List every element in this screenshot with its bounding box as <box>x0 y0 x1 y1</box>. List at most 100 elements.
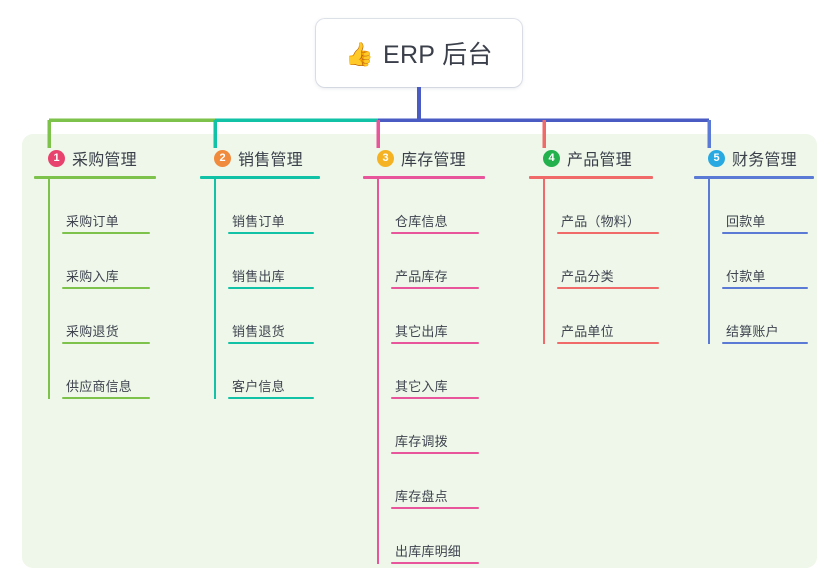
branch-number-badge: 1 <box>48 149 65 167</box>
branch-item[interactable]: 回款单 <box>708 179 834 234</box>
branch-title: 财务管理 <box>732 152 797 169</box>
branch-header-rule <box>34 176 156 179</box>
branch-header-1[interactable]: 1 采购管理 <box>34 145 184 171</box>
branch-title: 采购管理 <box>72 152 137 169</box>
branch-item-rule <box>722 287 808 289</box>
root-node-label: ERP 后台 <box>382 41 493 69</box>
branch-item-rule <box>228 342 314 344</box>
branch-item[interactable]: 库存调拨 <box>377 399 518 454</box>
branch-item[interactable]: 销售出库 <box>214 234 350 289</box>
branch-item-label: 其它出库 <box>395 324 448 339</box>
branch-number-badge: 2 <box>214 149 231 167</box>
branch-header-3[interactable]: 3 库存管理 <box>363 145 518 171</box>
branch-item-list: 回款单付款单结算账户 <box>694 179 834 344</box>
branch-item-label: 仓库信息 <box>395 214 448 229</box>
branch-item-label: 产品（物料） <box>561 214 641 229</box>
branch-spine <box>543 179 545 344</box>
branch-item-label: 库存盘点 <box>395 489 448 504</box>
branch-column-3: 3 库存管理仓库信息产品库存其它出库其它入库库存调拨库存盘点出库库明细 <box>363 145 518 564</box>
branch-item-rule <box>557 342 659 344</box>
branch-item[interactable]: 仓库信息 <box>377 179 518 234</box>
thumbs-up-icon: 👍 <box>345 40 374 67</box>
branch-item-rule <box>557 232 659 234</box>
branch-item-label: 产品分类 <box>561 269 614 284</box>
branch-item[interactable]: 采购退货 <box>48 289 184 344</box>
branch-item-rule <box>391 397 479 399</box>
branch-item-rule <box>722 232 808 234</box>
branch-item-label: 产品单位 <box>561 324 614 339</box>
branch-title: 产品管理 <box>567 152 632 169</box>
branch-header-rule <box>529 176 653 179</box>
branch-title: 库存管理 <box>401 152 466 169</box>
branch-number-badge: 5 <box>708 149 725 167</box>
branch-item-label: 采购入库 <box>66 269 119 284</box>
branch-item-rule <box>228 232 314 234</box>
branch-spine <box>48 179 50 399</box>
branch-header-rule <box>200 176 320 179</box>
branch-item-label: 其它入库 <box>395 379 448 394</box>
branch-spine <box>708 179 710 344</box>
branch-item-label: 产品库存 <box>395 269 448 284</box>
root-node-content: 👍 ERP 后台 <box>345 35 492 71</box>
branch-item[interactable]: 客户信息 <box>214 344 350 399</box>
branch-item-label: 销售订单 <box>232 214 285 229</box>
branch-header-4[interactable]: 4 产品管理 <box>529 145 689 171</box>
branch-item[interactable]: 产品（物料） <box>543 179 689 234</box>
branch-item-label: 结算账户 <box>726 324 779 339</box>
branch-item-rule <box>62 397 150 399</box>
branch-item[interactable]: 供应商信息 <box>48 344 184 399</box>
branch-item-rule <box>391 342 479 344</box>
branch-number-badge: 3 <box>377 149 394 167</box>
branch-column-1: 1 采购管理采购订单采购入库采购退货供应商信息 <box>34 145 184 399</box>
branch-item-rule <box>62 232 150 234</box>
branch-header-5[interactable]: 5 财务管理 <box>694 145 834 171</box>
root-node-card[interactable]: 👍 ERP 后台 <box>316 19 522 87</box>
branch-item-rule <box>391 507 479 509</box>
branch-item[interactable]: 库存盘点 <box>377 454 518 509</box>
root-stem-connector <box>417 87 421 120</box>
branches-panel <box>22 134 817 568</box>
branch-item[interactable]: 销售订单 <box>214 179 350 234</box>
branch-item-label: 库存调拨 <box>395 434 448 449</box>
branch-spine <box>214 179 216 399</box>
branch-item-label: 出库库明细 <box>395 544 462 559</box>
branch-column-2: 2 销售管理销售订单销售出库销售退货客户信息 <box>200 145 350 399</box>
branch-item-rule <box>62 342 150 344</box>
branch-item[interactable]: 其它出库 <box>377 289 518 344</box>
branch-item[interactable]: 销售退货 <box>214 289 350 344</box>
branch-item-label: 客户信息 <box>232 379 285 394</box>
branch-item-rule <box>391 232 479 234</box>
branch-number-badge: 4 <box>543 149 560 167</box>
branch-item[interactable]: 采购入库 <box>48 234 184 289</box>
branch-item-label: 采购退货 <box>66 324 119 339</box>
branch-item-rule <box>722 342 808 344</box>
branch-item-rule <box>228 287 314 289</box>
branch-item-label: 供应商信息 <box>66 379 133 394</box>
branch-spine <box>377 179 379 564</box>
branch-item[interactable]: 结算账户 <box>708 289 834 344</box>
branch-item-label: 回款单 <box>726 214 766 229</box>
branch-column-4: 4 产品管理产品（物料） 产品分类产品单位 <box>529 145 689 344</box>
branch-item[interactable]: 产品单位 <box>543 289 689 344</box>
branch-item-list: 销售订单销售出库销售退货客户信息 <box>200 179 350 399</box>
branch-item[interactable]: 产品分类 <box>543 234 689 289</box>
branch-item-label: 销售退货 <box>232 324 285 339</box>
branch-item[interactable]: 采购订单 <box>48 179 184 234</box>
branch-item-list: 采购订单采购入库采购退货供应商信息 <box>34 179 184 399</box>
branch-title: 销售管理 <box>238 152 303 169</box>
branch-item[interactable]: 其它入库 <box>377 344 518 399</box>
branch-item-list: 产品（物料） 产品分类产品单位 <box>529 179 689 344</box>
branch-header-2[interactable]: 2 销售管理 <box>200 145 350 171</box>
branch-item-rule <box>228 397 314 399</box>
branch-item-rule <box>391 287 479 289</box>
branch-item-rule <box>391 452 479 454</box>
branch-header-rule <box>694 176 814 179</box>
branch-item-rule <box>391 562 479 564</box>
branch-header-rule <box>363 176 485 179</box>
branch-item[interactable]: 付款单 <box>708 234 834 289</box>
branch-column-5: 5 财务管理回款单付款单结算账户 <box>694 145 834 344</box>
branch-item[interactable]: 产品库存 <box>377 234 518 289</box>
branch-item-list: 仓库信息产品库存其它出库其它入库库存调拨库存盘点出库库明细 <box>363 179 518 564</box>
branch-item[interactable]: 出库库明细 <box>377 509 518 564</box>
branch-item-rule <box>557 287 659 289</box>
